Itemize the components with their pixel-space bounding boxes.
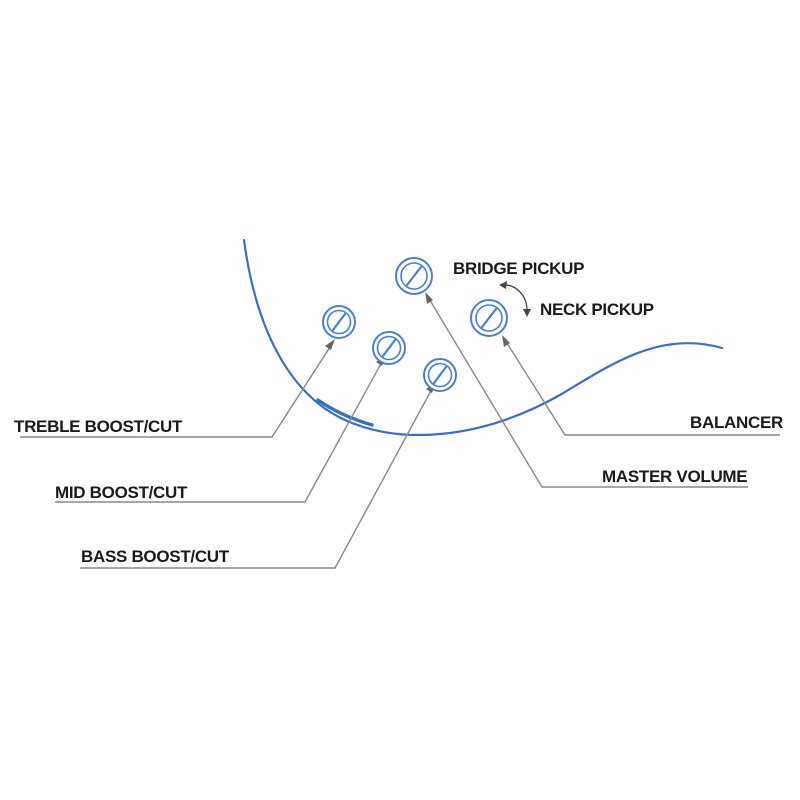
label-neck-pickup: NECK PICKUP <box>540 300 654 319</box>
knob-icon <box>322 305 356 339</box>
leader-balancer <box>504 339 780 436</box>
arrowhead-balancer <box>502 335 510 347</box>
rotation-arrow-icon <box>499 281 531 317</box>
outline-shading <box>316 398 374 427</box>
knob-icon <box>470 299 508 337</box>
label-master-volume: MASTER VOLUME <box>602 467 747 486</box>
label-mid: MID BOOST/CUT <box>55 483 188 502</box>
label-treble: TREBLE BOOST/CUT <box>14 417 183 436</box>
arrowhead-treble <box>325 339 335 350</box>
label-balancer: BALANCER <box>690 413 783 432</box>
guitar-body-outline <box>242 238 724 437</box>
knob-icon <box>395 257 433 295</box>
leader-bass <box>80 386 434 569</box>
knob-icon <box>423 358 457 392</box>
label-bridge-pickup: BRIDGE PICKUP <box>453 259 584 278</box>
knob-icon <box>372 331 406 365</box>
leader-mid <box>55 359 384 503</box>
arrowhead-master-volume <box>425 292 433 304</box>
label-bass: BASS BOOST/CUT <box>81 547 230 566</box>
leader-master-volume <box>427 296 748 488</box>
leader-treble <box>20 343 333 438</box>
